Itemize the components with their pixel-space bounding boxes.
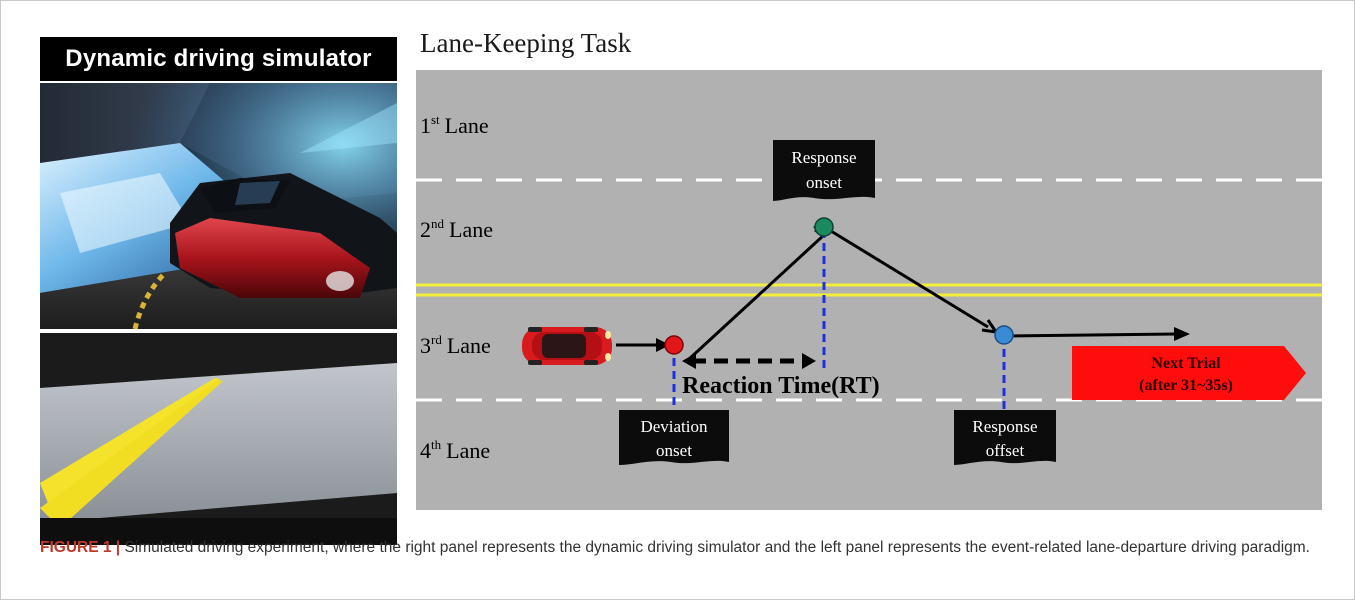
response-offset-point <box>994 325 1014 345</box>
svg-text:Next Trial: Next Trial <box>1151 355 1221 372</box>
simulator-header: Dynamic driving simulator <box>40 37 397 81</box>
continue-arrow-head <box>1174 327 1190 341</box>
road-view-photo <box>40 333 397 545</box>
road-surface <box>416 70 1322 510</box>
car-icon <box>522 327 612 365</box>
deviation-point <box>664 335 684 355</box>
response-offset-box: Response offset <box>954 410 1056 465</box>
svg-text:Response: Response <box>972 417 1037 436</box>
continue-line <box>1005 332 1179 338</box>
response-onset-point <box>814 217 834 237</box>
deviation-onset-box: Deviation onset <box>619 410 729 465</box>
svg-text:onset: onset <box>656 441 692 460</box>
departure-line <box>686 233 826 362</box>
figure-caption: FIGURE 1 | Simulated driving experiment,… <box>40 537 1320 559</box>
caption-separator: | <box>115 539 121 556</box>
left-panel: Dynamic driving simulator <box>40 37 397 545</box>
return-line <box>825 226 989 329</box>
next-trial-arrow: Next Trial (after 31~35s) <box>1072 346 1306 400</box>
svg-text:Deviation: Deviation <box>640 417 708 436</box>
response-onset-box: Response onset <box>773 140 875 201</box>
car-arrow-head <box>656 338 670 352</box>
task-title: Lane-Keeping Task <box>420 28 632 58</box>
svg-text:offset: offset <box>986 441 1025 460</box>
svg-text:(after 31~35s): (after 31~35s) <box>1139 377 1233 394</box>
svg-text:Response: Response <box>791 148 856 167</box>
svg-text:onset: onset <box>806 173 842 192</box>
reaction-time-label: Reaction Time(RT) <box>682 373 880 399</box>
caption-text: Simulated driving experiment, where the … <box>124 539 1310 556</box>
simulator-cabin-photo <box>40 83 397 329</box>
caption-label: FIGURE 1 <box>40 539 112 556</box>
